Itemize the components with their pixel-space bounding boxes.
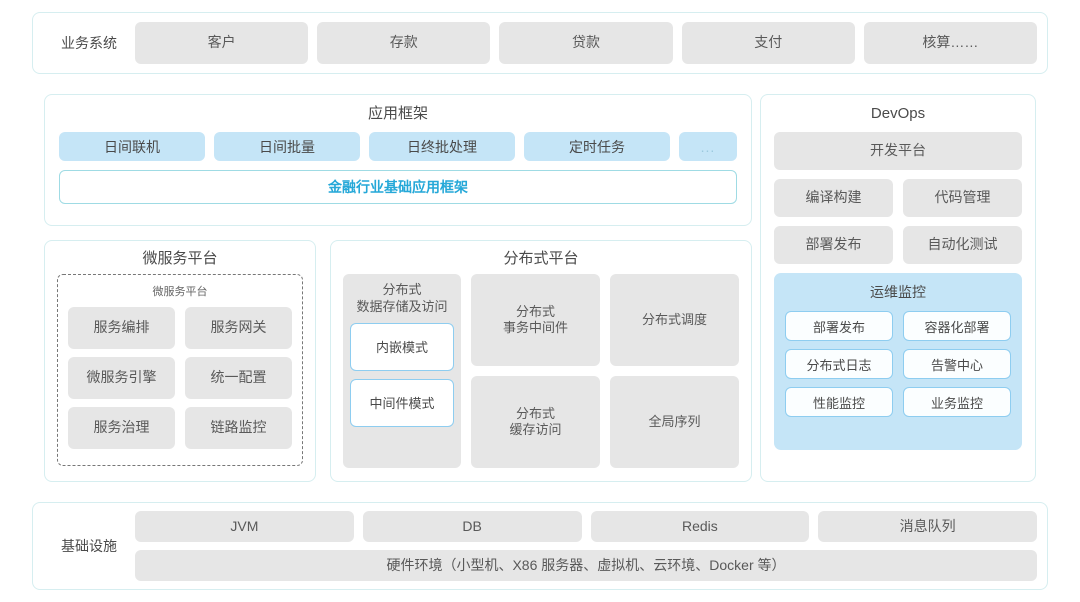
microservice-platform-title: 微服务平台 [142,250,218,267]
middle-left-column: 应用框架 日间联机 日间批量 日终批处理 定时任务 ... 金融行业基础应用框架… [44,94,752,482]
distributed-storage-box[interactable]: 分布式 数据存储及访问 内嵌模式 中间件模式 [343,274,461,468]
microservice-platform-panel: 微服务平台 微服务平台 服务编排 服务网关 微服务引擎 统一配置 服务治理 链路… [44,240,316,482]
app-framework-item-eod-batch[interactable]: 日终批处理 [369,132,515,161]
app-framework-item-more[interactable]: ... [679,132,737,161]
microservice-platform-inner-box: 微服务平台 服务编排 服务网关 微服务引擎 统一配置 服务治理 链路监控 [57,274,303,466]
microservice-item-governance[interactable]: 服务治理 [68,407,175,449]
business-system-item-payment[interactable]: 支付 [681,22,855,64]
distributed-platform-body: 分布式 数据存储及访问 内嵌模式 中间件模式 分布式 事务中间件 [343,274,739,468]
dist-item2-line1: 分布式 [515,405,555,421]
middle-right-column: DevOps 开发平台 编译构建 代码管理 部署发布 自动化测试 运维监控 部署… [760,94,1036,482]
distributed-storage-title: 分布式 数据存储及访问 [350,282,454,316]
distributed-item-cache-access-text: 分布式 缓存访问 [509,406,561,439]
infrastructure-body: JVM DB Redis 消息队列 硬件环境（小型机、X86 服务器、虚拟机、云… [135,511,1037,581]
devops-item-compile-build[interactable]: 编译构建 [774,179,893,217]
distributed-platform-items: 分布式 事务中间件 分布式调度 分布式 缓存访问 全局序列 [471,274,739,468]
microservice-item-orchestration[interactable]: 服务编排 [68,307,175,349]
ops-monitoring-item-deploy-release[interactable]: 部署发布 [785,311,893,341]
distributed-item-scheduling[interactable]: 分布式调度 [610,274,739,366]
business-systems-label: 业务系统 [61,35,117,51]
application-framework-panel: 应用框架 日间联机 日间批量 日终批处理 定时任务 ... 金融行业基础应用框架 [44,94,752,226]
infrastructure-items: JVM DB Redis 消息队列 [135,511,1037,542]
app-framework-item-scheduled-task[interactable]: 定时任务 [524,132,670,161]
devops-item-code-management[interactable]: 代码管理 [903,179,1022,217]
financial-base-framework-bar[interactable]: 金融行业基础应用框架 [59,170,737,204]
devops-title: DevOps [870,105,926,122]
distributed-item-global-sequence[interactable]: 全局序列 [610,376,739,468]
distributed-storage-title-line2: 数据存储及访问 [356,298,448,314]
business-system-item-loan[interactable]: 贷款 [499,22,673,64]
ops-monitoring-item-business-monitoring[interactable]: 业务监控 [903,387,1011,417]
microservice-item-gateway[interactable]: 服务网关 [185,307,292,349]
distributed-platform-title: 分布式平台 [503,250,579,267]
distributed-storage-column: 分布式 数据存储及访问 内嵌模式 中间件模式 [343,274,461,468]
devops-row-1: 编译构建 代码管理 [774,179,1022,217]
app-framework-item-daytime-batch[interactable]: 日间批量 [214,132,360,161]
ops-monitoring-item-distributed-log[interactable]: 分布式日志 [785,349,893,379]
ops-monitoring-item-performance-monitoring[interactable]: 性能监控 [785,387,893,417]
distributed-item-transaction-middleware-text: 分布式 事务中间件 [503,304,568,337]
business-system-item-deposit[interactable]: 存款 [317,22,491,64]
infrastructure-hardware-bar[interactable]: 硬件环境（小型机、X86 服务器、虚拟机、云环境、Docker 等） [135,550,1037,581]
distributed-storage-mode-middleware[interactable]: 中间件模式 [350,378,454,427]
ops-monitoring-item-alert-center[interactable]: 告警中心 [903,349,1011,379]
distributed-item-transaction-middleware[interactable]: 分布式 事务中间件 [471,274,600,366]
microservice-platform-inner-title: 微服务平台 [152,286,208,298]
devops-item-automated-testing[interactable]: 自动化测试 [903,226,1022,264]
devops-panel: DevOps 开发平台 编译构建 代码管理 部署发布 自动化测试 运维监控 部署… [760,94,1036,482]
application-framework-title: 应用框架 [367,105,428,122]
distributed-storage-mode-embedded[interactable]: 内嵌模式 [350,322,454,371]
business-system-item-accounting[interactable]: 核算…… [863,22,1038,64]
infrastructure-item-redis[interactable]: Redis [590,511,810,542]
microservice-platform-items: 服务编排 服务网关 微服务引擎 统一配置 服务治理 链路监控 [68,307,292,449]
infrastructure-item-db[interactable]: DB [362,511,582,542]
microservice-item-engine[interactable]: 微服务引擎 [68,357,175,399]
dist-item2-line2: 缓存访问 [509,422,562,437]
infrastructure-panel: 基础设施 JVM DB Redis 消息队列 硬件环境（小型机、X86 服务器、… [32,502,1048,590]
ops-monitoring-title: 运维监控 [870,284,926,300]
devops-item-deploy-release[interactable]: 部署发布 [774,226,893,264]
distributed-platform-panel: 分布式平台 分布式 数据存储及访问 内嵌模式 中间件模式 [330,240,752,482]
infrastructure-item-jvm[interactable]: JVM [135,511,354,542]
dist-item0-line2: 事务中间件 [502,320,568,335]
business-system-item-customer[interactable]: 客户 [135,22,309,64]
microservice-item-trace-monitoring[interactable]: 链路监控 [185,407,292,449]
ops-monitoring-box: 运维监控 部署发布 容器化部署 分布式日志 告警中心 性能监控 业务监控 [774,273,1022,450]
dist-item0-line1: 分布式 [515,303,555,319]
infrastructure-label: 基础设施 [61,538,117,554]
infrastructure-item-message-queue[interactable]: 消息队列 [818,511,1037,542]
middle-area: 应用框架 日间联机 日间批量 日终批处理 定时任务 ... 金融行业基础应用框架… [32,86,1048,490]
microservice-item-unified-config[interactable]: 统一配置 [185,357,292,399]
ops-monitoring-item-containerized-deploy[interactable]: 容器化部署 [903,311,1011,341]
business-systems-items: 客户 存款 贷款 支付 核算…… [135,22,1038,64]
ops-monitoring-items: 部署发布 容器化部署 分布式日志 告警中心 性能监控 业务监控 [785,311,1011,417]
app-framework-item-daytime-online[interactable]: 日间联机 [59,132,205,161]
distributed-item-cache-access[interactable]: 分布式 缓存访问 [471,376,600,468]
business-systems-panel: 业务系统 客户 存款 贷款 支付 核算…… [32,12,1048,74]
distributed-storage-title-line1: 分布式 [382,282,422,297]
devops-row-2: 部署发布 自动化测试 [774,226,1022,264]
devops-item-dev-platform[interactable]: 开发平台 [774,132,1022,170]
application-framework-items: 日间联机 日间批量 日终批处理 定时任务 ... [59,132,737,161]
